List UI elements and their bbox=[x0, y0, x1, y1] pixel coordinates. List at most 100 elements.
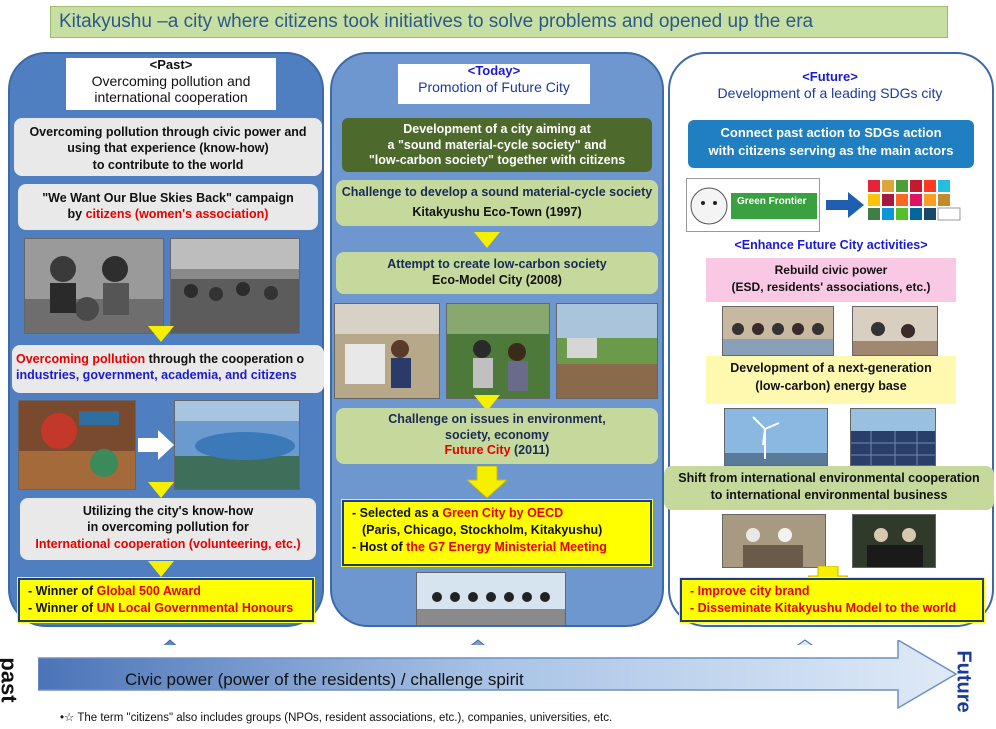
crowd-photo-image bbox=[171, 239, 299, 333]
bay-photo bbox=[174, 400, 300, 490]
past-intro-1: Overcoming pollution through civic power… bbox=[29, 125, 307, 139]
nextgen-line-1: Development of a next-generation bbox=[730, 361, 932, 375]
ecomodel: Eco-Model City (2008) bbox=[432, 272, 562, 287]
past-label-text: past bbox=[0, 657, 22, 703]
connect-line-2: with citizens serving as the main actors bbox=[708, 143, 954, 159]
past-intro: Overcoming pollution through civic power… bbox=[14, 118, 322, 176]
nextgen-box: Development of a next-generation (low-ca… bbox=[706, 356, 956, 404]
award-2-name: UN Local Governmental Honours bbox=[96, 600, 294, 615]
utilize-box: Utilizing the city's know-how in overcom… bbox=[20, 498, 316, 560]
panel-connectors bbox=[163, 639, 813, 645]
host-line: - Host of the G7 Energy Ministerial Meet… bbox=[352, 539, 642, 556]
past-heading: <Past> bbox=[149, 57, 193, 72]
today-heading: <Today> bbox=[467, 63, 521, 78]
bay-image bbox=[175, 401, 299, 489]
connect-line-1: Connect past action to SDGs action bbox=[720, 125, 942, 140]
shift-line-2: to international environmental business bbox=[710, 487, 948, 502]
improve-brand: - Improve city brand bbox=[690, 584, 810, 598]
campaign-photo-women bbox=[24, 238, 164, 334]
past-subheading-2: international cooperation bbox=[94, 89, 248, 106]
future-subheading: Development of a leading SDGs city bbox=[717, 84, 943, 101]
future-heading: <Future> bbox=[802, 69, 858, 84]
shift-box: Shift from international environmental c… bbox=[664, 466, 994, 510]
dev-line-2: a "sound material-cycle society" and bbox=[387, 137, 607, 152]
today-photo-1 bbox=[334, 303, 440, 399]
shift-line-1: Shift from international environmental c… bbox=[678, 471, 980, 485]
past-header: <Past> Overcoming pollution and internat… bbox=[66, 57, 276, 110]
campaign-photo-crowd bbox=[170, 238, 300, 334]
green-frontier-text: Green Frontier bbox=[737, 196, 807, 207]
award-1-name: Global 500 Award bbox=[96, 584, 201, 598]
enhance-label: <Enhance Future City activities> bbox=[734, 238, 928, 252]
past-arrow-2 bbox=[148, 482, 174, 498]
green-frontier-logo: Green Frontier bbox=[686, 178, 820, 232]
cooperation-box: Overcoming pollution through the coopera… bbox=[12, 345, 324, 393]
future-city-box: Challenge on issues in environment, soci… bbox=[336, 408, 658, 464]
award-2: - Winner of UN Local Governmental Honour… bbox=[28, 600, 304, 617]
today-subheading: Promotion of Future City bbox=[418, 78, 570, 95]
sdgs-arrow bbox=[826, 192, 864, 218]
ecotown-box: Challenge to develop a sound material-cy… bbox=[336, 180, 658, 226]
sdgs-grid bbox=[868, 180, 961, 221]
utilize-line-1: Utilizing the city's know-how bbox=[82, 504, 254, 518]
women-photo-image bbox=[25, 239, 163, 333]
dev-line-3: "low-carbon society" together with citiz… bbox=[368, 153, 626, 168]
solar-photo bbox=[850, 408, 936, 466]
rebuild-line-2: (ESD, residents' associations, etc.) bbox=[731, 279, 931, 294]
future-city-year: (2011) bbox=[510, 443, 550, 458]
rebuild-line-1: Rebuild civic power bbox=[774, 263, 888, 277]
past-subheading-1: Overcoming pollution and bbox=[91, 72, 251, 89]
issues-line-1: Challenge on issues in environment, bbox=[388, 412, 606, 426]
solar-panel-image bbox=[851, 409, 935, 465]
green-frontier-image bbox=[690, 187, 817, 225]
selected-cities: (Paris, Chicago, Stockholm, Kitakyushu) bbox=[362, 522, 603, 537]
future-header: <Future> Development of a leading SDGs c… bbox=[694, 69, 966, 110]
future-city-red: Future City bbox=[444, 443, 511, 458]
footnote: •☆ The term "citizens" also includes gro… bbox=[60, 712, 613, 724]
campaign-line: "We Want Our Blue Skies Back" campaign bbox=[42, 191, 294, 205]
business-photo-2 bbox=[852, 514, 936, 568]
today-arrow-1 bbox=[474, 232, 500, 248]
civic-power-label: Civic power (power of the residents) / c… bbox=[125, 670, 524, 689]
cooperation-parties: industries, government, academia, and ci… bbox=[16, 368, 297, 383]
cooperation-red: Overcoming pollution bbox=[16, 352, 146, 366]
past-awards: - Winner of Global 500 Award - Winner of… bbox=[17, 577, 315, 623]
business-photo-2-image bbox=[853, 515, 935, 567]
g7-photo-image bbox=[417, 573, 565, 625]
host-prefix: - Host of bbox=[352, 539, 407, 554]
nextgen-line-2: (low-carbon) energy base bbox=[755, 378, 907, 393]
recycling-photo-image bbox=[335, 304, 439, 398]
sdgs-goals-image bbox=[866, 178, 962, 234]
satellite-image bbox=[19, 401, 135, 489]
today-arrow-2 bbox=[474, 395, 500, 411]
before-after-arrow bbox=[138, 430, 174, 460]
campaign-citizens: citizens (women's association) bbox=[85, 207, 269, 222]
today-big-arrow bbox=[467, 466, 507, 498]
cooperation-line-1: Overcoming pollution through the coopera… bbox=[16, 351, 324, 367]
planting-photo-image bbox=[447, 304, 549, 398]
green-city: Green City by OECD bbox=[442, 506, 564, 520]
today-dev-box: Development of a city aiming at a "sound… bbox=[342, 118, 652, 172]
past-label: past bbox=[0, 645, 38, 715]
cooperation-black: through the cooperation o bbox=[145, 352, 305, 366]
ecomodel-box: Attempt to create low-carbon society Eco… bbox=[336, 252, 658, 294]
business-photo-1-image bbox=[723, 515, 825, 567]
campaign-box: "We Want Our Blue Skies Back" campaign b… bbox=[18, 184, 318, 230]
utilize-red: International cooperation (volunteering,… bbox=[35, 536, 301, 551]
award-1-prefix: - Winner of bbox=[28, 584, 97, 598]
civic-power-arrow bbox=[38, 640, 958, 710]
selected-prefix: - Selected as a bbox=[352, 506, 443, 520]
issues-line-2: society, economy bbox=[445, 427, 549, 442]
today-photo-2 bbox=[446, 303, 550, 399]
civic-photo-1 bbox=[722, 306, 834, 356]
award-1: - Winner of Global 500 Award bbox=[28, 583, 304, 600]
past-arrow-3 bbox=[148, 561, 174, 577]
today-results: - Selected as a Green City by OECD (Pari… bbox=[341, 499, 653, 567]
attempt-low-carbon: Attempt to create low-carbon society bbox=[387, 257, 607, 271]
campaign-by: by bbox=[67, 207, 86, 222]
dev-line-1: Development of a city aiming at bbox=[403, 122, 591, 136]
today-photo-3 bbox=[556, 303, 658, 399]
g7-meeting: the G7 Energy Ministerial Meeting bbox=[406, 539, 607, 554]
civic-photo-2 bbox=[852, 306, 938, 356]
wind-photo bbox=[724, 408, 828, 466]
